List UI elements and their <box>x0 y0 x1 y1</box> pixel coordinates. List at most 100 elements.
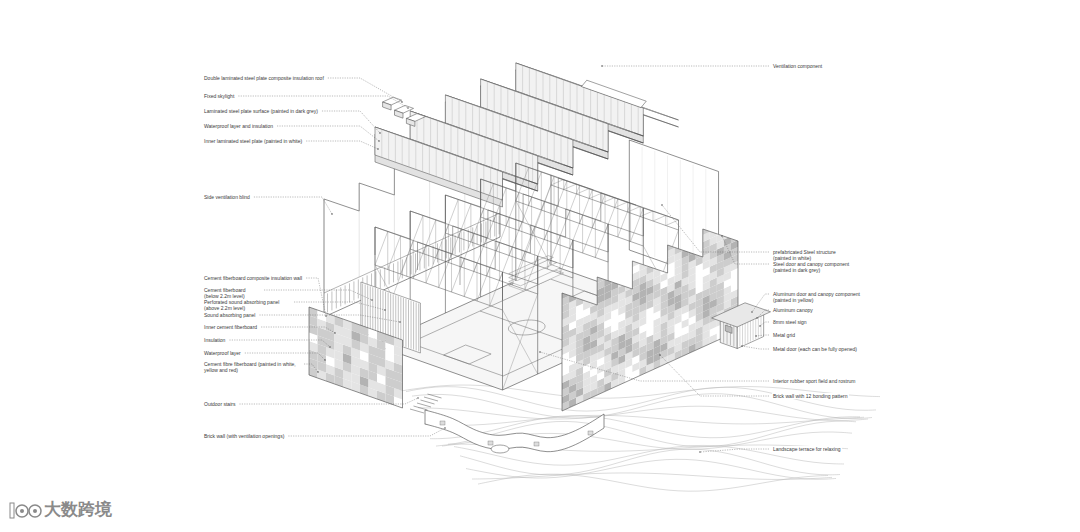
blind-slat <box>397 261 398 280</box>
steel-structure <box>375 163 679 390</box>
blind-slat <box>406 257 407 276</box>
truss-web <box>564 184 577 190</box>
brick-wall <box>425 410 604 452</box>
left-wall-layers <box>309 282 420 408</box>
truss-web <box>617 199 618 237</box>
sound-slat <box>375 288 376 336</box>
skylight-mullion <box>465 102 466 130</box>
ventilation-opening <box>588 431 593 435</box>
blind-slat <box>428 247 429 266</box>
cross-brace <box>503 310 538 374</box>
sound-slat <box>372 287 373 335</box>
wall-ground <box>562 229 738 411</box>
leader-line <box>261 327 335 333</box>
skylight-mullion <box>470 161 471 189</box>
blind-slat <box>336 289 337 308</box>
skylight-mullion <box>567 138 568 166</box>
leader-dot <box>379 132 381 134</box>
truss-web <box>592 195 605 229</box>
door-leaf <box>733 325 734 346</box>
grid-bar <box>745 321 746 344</box>
truss-web <box>499 243 500 281</box>
sound-panel <box>361 282 421 353</box>
blind-slat <box>393 263 394 282</box>
truss-web <box>653 216 666 222</box>
leader-line <box>288 428 445 436</box>
callout-label: Aluminum canopy <box>772 307 814 313</box>
truss-web <box>614 198 615 208</box>
blind-slat <box>331 291 332 310</box>
grid-bar <box>753 317 754 340</box>
roof-purlin <box>460 193 636 285</box>
grid-bar <box>742 322 743 345</box>
skylight-mullion <box>536 70 537 98</box>
blind-slat <box>389 265 390 284</box>
skylight-mullion <box>631 104 632 132</box>
truss-web <box>541 177 554 211</box>
truss-web <box>518 193 519 231</box>
skylight-mullion <box>589 117 590 145</box>
callout-label: Brick wall with 12 bonding pattern <box>772 393 849 399</box>
blind-edge <box>324 213 500 293</box>
wall-joint <box>394 167 395 261</box>
leader-dot <box>444 427 446 429</box>
truss-web <box>458 204 471 238</box>
truss-web <box>640 211 653 217</box>
truss-web <box>627 202 628 212</box>
skylight-mullion <box>543 73 544 101</box>
truss-web <box>521 222 522 260</box>
leader-dot <box>539 351 541 353</box>
skylight-mullion <box>562 108 563 136</box>
back-wall-panel <box>629 140 718 282</box>
skylight-mullion <box>638 106 639 134</box>
skylight-mullion <box>549 75 550 103</box>
leader-line <box>760 322 769 326</box>
skylight-mullion <box>429 146 430 174</box>
truss-web <box>576 184 577 194</box>
skylight-mullion <box>388 132 389 160</box>
truss-web <box>435 220 436 258</box>
truss-web <box>451 254 452 292</box>
sound-slat <box>365 285 366 333</box>
skylight-mullion <box>478 135 479 163</box>
callout-label: Insulation <box>203 337 226 343</box>
leader-line <box>602 66 769 67</box>
sound-slat <box>416 303 417 351</box>
truss-web <box>400 236 401 274</box>
truss-web <box>422 216 423 254</box>
skylight-mullion <box>487 81 488 109</box>
truss-web <box>630 204 631 242</box>
callout-label: Aluminum door and canopy component (pain… <box>772 291 872 303</box>
leader-line <box>660 355 769 396</box>
stair-step <box>424 397 438 401</box>
leader-line <box>306 278 326 316</box>
logo-dot <box>33 509 37 513</box>
skylight-mullion <box>501 86 502 114</box>
roof-purlin <box>418 178 594 270</box>
callout-label: Double laminated steel plate composite i… <box>203 75 325 81</box>
blind-slat <box>349 283 350 302</box>
skylight-face <box>375 127 503 200</box>
brick-planter <box>491 445 509 453</box>
truss-web <box>628 207 641 213</box>
wall-joint <box>359 183 360 277</box>
blind-slat <box>345 285 346 304</box>
skylight-mullion <box>459 100 460 128</box>
skylight-mullion <box>582 115 583 143</box>
truss-web <box>605 199 618 233</box>
blind-slat <box>468 229 469 248</box>
skylight-piece <box>406 118 415 126</box>
truss-web <box>592 190 593 228</box>
skylight-mullion <box>540 129 541 157</box>
callout-label: Fixed skylight <box>203 93 235 99</box>
truss-web <box>563 180 564 190</box>
leader-dot <box>721 235 723 237</box>
skylight-mullion <box>617 99 618 127</box>
leader-lines <box>229 65 769 453</box>
cross-brace <box>503 294 538 390</box>
leader-dot <box>331 213 333 215</box>
pattern-tile <box>625 260 632 270</box>
ventilation-opening <box>440 421 445 425</box>
pattern-tile <box>724 222 731 232</box>
skylight-mullion <box>603 122 604 150</box>
